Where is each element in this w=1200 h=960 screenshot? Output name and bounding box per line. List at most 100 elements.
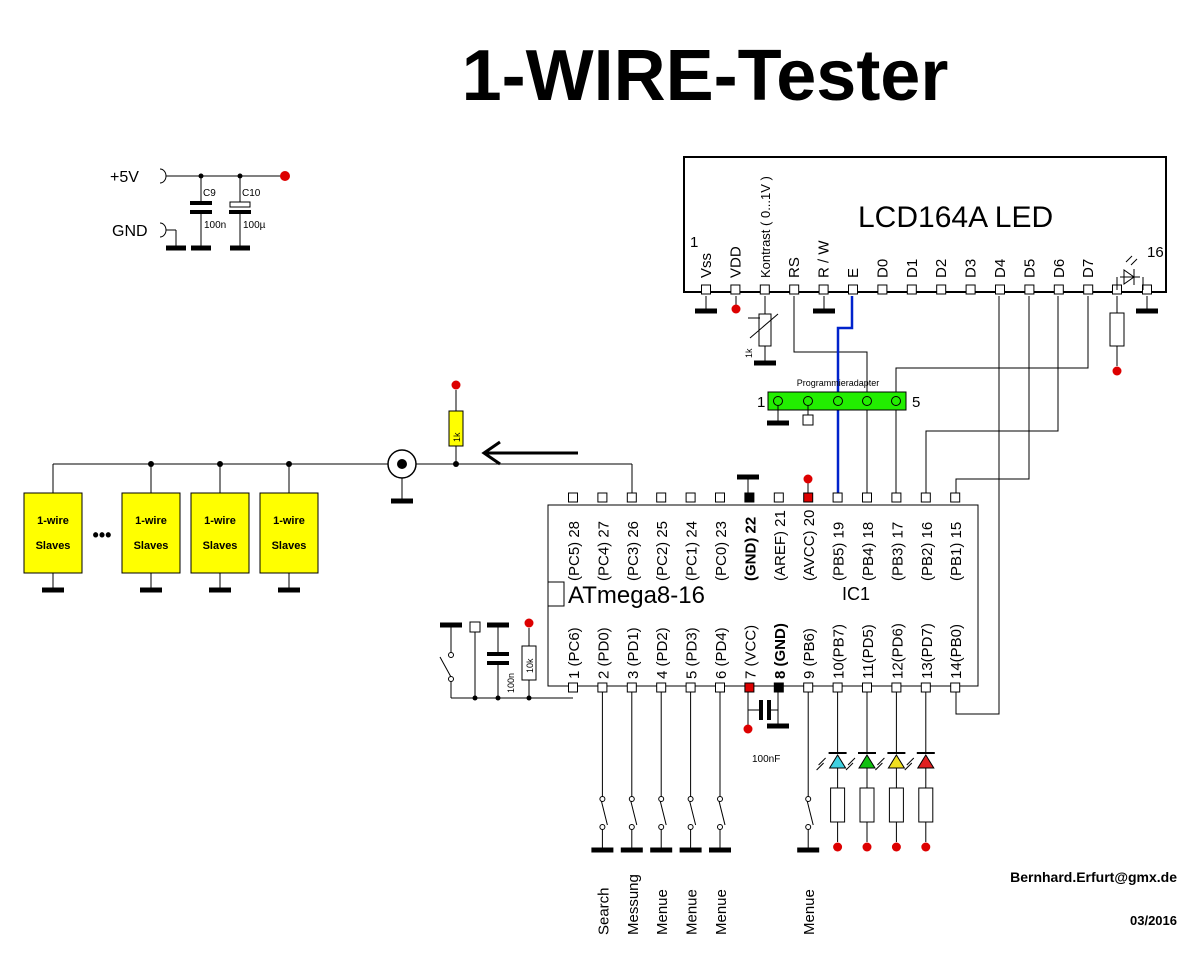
lcd-pin-label: D3 bbox=[963, 259, 980, 278]
mcu-name: ATmega8-16 bbox=[568, 582, 705, 609]
lcd-pin bbox=[877, 284, 888, 295]
mcu-pin bbox=[862, 682, 872, 693]
mcu-pin bbox=[832, 492, 843, 503]
mcu-top-pin-label: (PC1) 24 bbox=[684, 521, 701, 581]
mcu-bottom-pin-label: 1 (PC6) bbox=[566, 627, 583, 679]
c9-value: 100n bbox=[204, 220, 226, 231]
switch-icon bbox=[630, 800, 638, 826]
author-email: Bernhard.Erfurt@gmx.de bbox=[1010, 869, 1177, 885]
lcd-pin-label: D5 bbox=[1021, 259, 1038, 278]
status-leds bbox=[816, 692, 935, 852]
adapter-pin-last: 5 bbox=[912, 394, 920, 411]
lcd-wiring bbox=[793, 296, 1089, 715]
mcu-bottom-pin-label: 2 (PD0) bbox=[595, 627, 612, 679]
mcu-pin bbox=[685, 492, 696, 503]
mcu-bottom-pin-label: 5 (PD3) bbox=[684, 627, 701, 679]
mcu-bottom-pin-label: 12(PD6) bbox=[889, 623, 906, 679]
lcd-pin-label: D0 bbox=[874, 259, 891, 278]
mcu-pin bbox=[626, 492, 637, 503]
mcu-pin bbox=[656, 492, 667, 503]
mcu-bottom-pin-row: 1 (PC6)2 (PD0)3 (PD1)4 (PD2)5 (PD3)6 (PD… bbox=[566, 623, 965, 693]
mcu-pin bbox=[715, 492, 725, 503]
vcc-rail-dot bbox=[280, 171, 290, 181]
reset-circuit: 100n 10k bbox=[439, 618, 573, 701]
lcd-pin-label: D2 bbox=[933, 259, 950, 278]
diagram-title: 1-WIRE-Tester bbox=[462, 36, 949, 116]
mcu-pin bbox=[773, 492, 784, 503]
capacitor-c9: C9 100n bbox=[190, 176, 226, 251]
led-icon bbox=[828, 754, 847, 769]
reset-cap-value: 100n bbox=[506, 673, 516, 693]
c10-value: 100µ bbox=[243, 220, 266, 231]
mcu-pin bbox=[803, 492, 814, 503]
mcu-pin bbox=[773, 682, 784, 693]
mcu-pin bbox=[685, 682, 696, 693]
lcd-pin-label: D7 bbox=[1080, 259, 1097, 278]
lcd-pin bbox=[701, 284, 711, 295]
lcd-pin-label: R / W bbox=[816, 240, 833, 278]
lcd-pin bbox=[730, 284, 741, 295]
mcu-bottom-pin-label: 13(PD7) bbox=[919, 623, 936, 679]
slave-label-line2: Slaves bbox=[203, 540, 238, 552]
button-label: Menue bbox=[713, 889, 730, 935]
slave-label-line2: Slaves bbox=[272, 540, 307, 552]
slave-label-line2: Slaves bbox=[134, 540, 169, 552]
capacitor-c10: C10 100µ bbox=[229, 176, 266, 251]
one-wire-bus: 1k ••• 1-wireSlaves1-wireSlaves1-wireSla… bbox=[23, 380, 633, 593]
slave-label-line1: 1-wire bbox=[135, 515, 167, 527]
mcu-top-pin-label: (PB4) 18 bbox=[860, 522, 877, 581]
lcd-pin bbox=[965, 284, 976, 295]
mcu-top-pin-label: (PB1) 15 bbox=[948, 522, 965, 581]
mcu-bottom-pin-label: 4 (PD2) bbox=[654, 627, 671, 679]
lcd-pin bbox=[1024, 284, 1035, 295]
button-label: Messung bbox=[625, 874, 642, 935]
mcu-bottom-pin-label: 6 (PD4) bbox=[713, 627, 730, 679]
c9-name: C9 bbox=[203, 188, 216, 199]
slave-label-line1: 1-wire bbox=[273, 515, 305, 527]
led-resistor bbox=[859, 787, 875, 823]
switch-icon bbox=[659, 800, 667, 826]
mcu-top-pin-label: (PB5) 19 bbox=[831, 522, 848, 581]
mcu-pin bbox=[744, 492, 755, 503]
slave-device-box bbox=[121, 492, 181, 574]
slave-devices: 1-wireSlaves1-wireSlaves1-wireSlaves1-wi… bbox=[23, 464, 319, 593]
mcu-top-pin-label: (PC0) 23 bbox=[713, 521, 730, 581]
lcd-pin-label: RS bbox=[786, 257, 803, 278]
backlight-led-icon bbox=[1116, 255, 1144, 290]
mcu-pin bbox=[803, 682, 814, 693]
mcu-pin bbox=[950, 682, 961, 693]
switch-icon bbox=[806, 800, 814, 826]
reset-res-value: 10k bbox=[525, 658, 535, 673]
mcu-pin bbox=[862, 492, 872, 503]
backlight-resistor bbox=[1109, 296, 1158, 376]
led-resistor bbox=[888, 787, 904, 823]
led-resistor bbox=[830, 787, 846, 823]
mcu-bottom-pin-label: 11(PD5) bbox=[860, 624, 877, 679]
revision-date: 03/2016 bbox=[1130, 913, 1177, 928]
supply-block: +5V GND C9 100n C10 100µ bbox=[110, 168, 290, 251]
lcd-pin bbox=[1083, 284, 1094, 295]
mcu-top-pin-label: (PC2) 25 bbox=[654, 521, 671, 581]
mcu-pin bbox=[715, 682, 725, 693]
lcd-pin bbox=[936, 284, 947, 295]
mcu-top-pin-label: (PB3) 17 bbox=[889, 522, 906, 581]
contrast-potentiometer: 1k bbox=[744, 296, 779, 366]
bus-connector bbox=[387, 449, 417, 504]
mcu-pin bbox=[920, 492, 931, 503]
lcd-pin bbox=[1053, 284, 1064, 295]
mcu-atmega8: ATmega8-16 IC1 (PC5) 28(PC4) 27(PC3) 26(… bbox=[547, 474, 979, 693]
mcu-pin bbox=[597, 492, 608, 503]
vcc-label: +5V bbox=[110, 169, 139, 186]
lcd-pin-label: Vss bbox=[698, 253, 715, 278]
c10-name: C10 bbox=[242, 188, 261, 199]
decoupling-value: 100nF bbox=[752, 754, 780, 765]
mcu-top-pin-label: (PC5) 28 bbox=[566, 521, 583, 581]
switch-icon bbox=[718, 800, 726, 826]
lcd-pin bbox=[818, 284, 829, 295]
slave-device-box bbox=[190, 492, 250, 574]
mcu-pin bbox=[832, 682, 843, 693]
mcu-pin bbox=[744, 682, 755, 693]
mcu-top-pin-label: (PC4) 27 bbox=[595, 521, 612, 581]
gnd-label: GND bbox=[112, 223, 148, 240]
